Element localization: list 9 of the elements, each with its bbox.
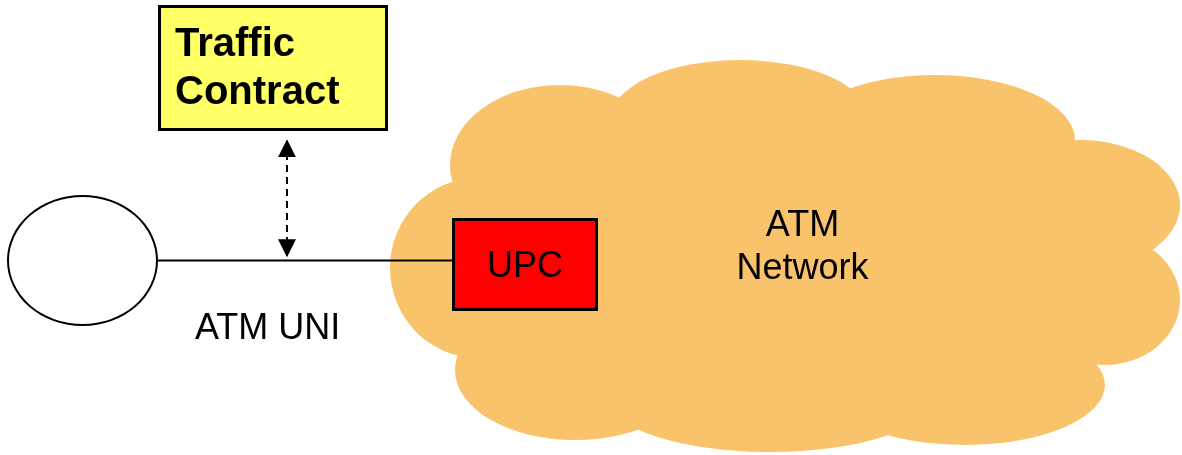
note-box [158,5,388,131]
process-box [452,218,598,311]
box-label: Traffic Contract [175,19,341,114]
connector-line [157,259,453,262]
terminal-circle [7,195,158,326]
edge-label: ATM UNI [195,305,341,348]
dashed-arrow [278,139,296,258]
box-label: UPC [486,242,564,287]
network-label: ATM Network [735,202,870,289]
